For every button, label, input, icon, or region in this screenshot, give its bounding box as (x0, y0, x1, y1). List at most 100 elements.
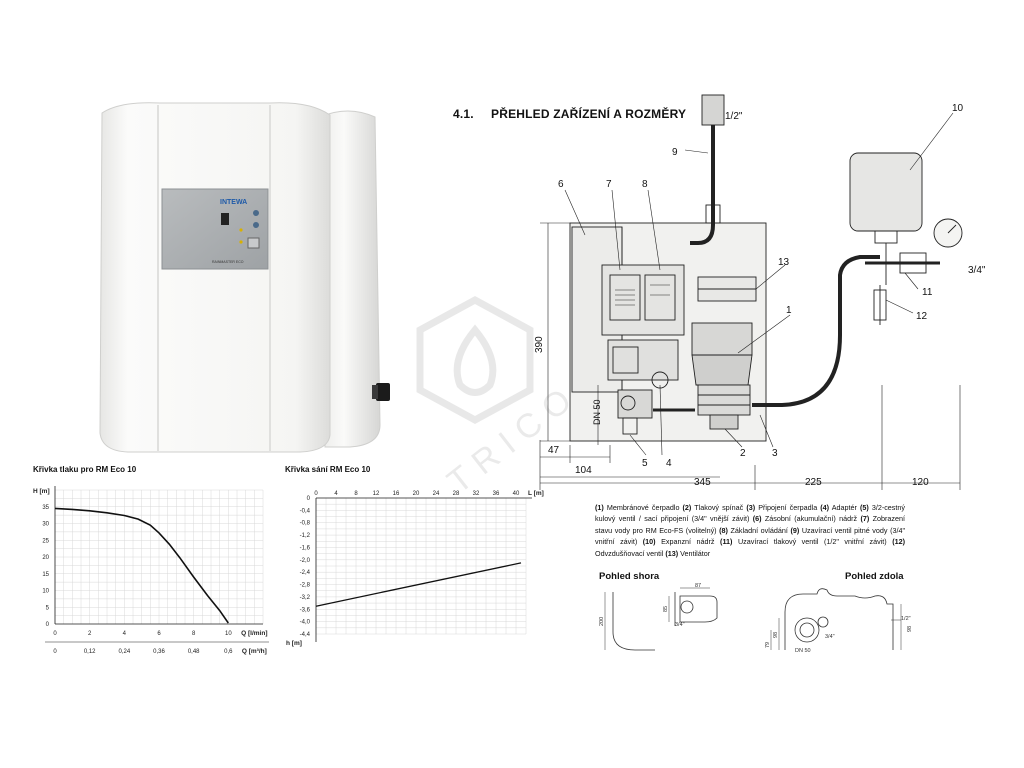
legend-text: Adaptér (829, 503, 860, 512)
legend-number: (1) (595, 503, 604, 512)
top-view-label-87: 87 (695, 583, 701, 589)
technical-drawing: 6 7 8 13 1 5 4 2 3 9 10 11 12 1/2" 3/4" … (534, 94, 986, 490)
legend-number: (4) (820, 503, 830, 512)
y-tick-label: -2,0 (300, 558, 311, 564)
legend-number: (8) (719, 525, 728, 535)
top-view-title: Pohled shora (599, 571, 660, 582)
y-axis-label: H [m] (33, 488, 50, 495)
product-photo: INTEWA RAINMASTER ECO (99, 102, 390, 453)
legend-text: Membránové čerpadlo (603, 503, 683, 512)
pipe-right-label: 3/4" (968, 265, 986, 276)
callout-3: 3 (772, 448, 778, 459)
callout-10: 10 (952, 103, 964, 114)
x-tick-label: 0 (314, 491, 318, 497)
legend-text: Zásobní (akumulační) nádrž (761, 514, 861, 524)
section-title: PŘEHLED ZAŘÍZENÍ A ROZMĚRY (491, 107, 687, 121)
y-tick-label: -2,8 (300, 583, 311, 589)
y-tick-label: 35 (42, 505, 49, 511)
dim-104: 104 (575, 465, 592, 476)
x-tick-label: 8 (354, 491, 358, 497)
y-tick-label: -0,8 (300, 521, 311, 527)
x2-axis-label: Q [m³/h] (242, 648, 267, 655)
y-tick-label: 25 (42, 538, 49, 544)
bottom-view-drawing: 1/2" 3/4" 98 79 98 DN 50 (765, 588, 913, 654)
legend-text: Zobrazení stavu vody pro RM Eco-FS (voli… (595, 514, 906, 535)
legend-text: Uzavírací tlakový ventil (1/2" vnitřní z… (732, 537, 893, 547)
x-tick-label: 36 (493, 491, 500, 497)
dn50-label: DN 50 (592, 399, 602, 425)
legend-text: Tlakový spínač (691, 503, 747, 512)
legend-text: Ventilátor (678, 548, 711, 558)
x-tick-label: 0 (53, 631, 57, 637)
y-tick-label: 5 (46, 605, 50, 611)
legend-number: (9) (790, 525, 800, 535)
section-heading: 4.1. PŘEHLED ZAŘÍZENÍ A ROZMĚRY (453, 107, 686, 121)
legend-number: (5) (859, 503, 869, 512)
top-view-label-200: 200 (599, 617, 605, 626)
top-view-label-85: 85 (663, 606, 669, 612)
top-view-label-thread: 3/4" (675, 622, 685, 628)
x-tick-label: 4 (123, 631, 127, 637)
x2-tick-label: 0,48 (188, 649, 200, 655)
pressure-chart-title: Křivka tlaku pro RM Eco 10 (33, 465, 137, 474)
legend-text: Expanzní nádrž (655, 537, 721, 547)
dim-47: 47 (548, 445, 560, 456)
y-tick-label: 10 (42, 589, 49, 595)
bottom-view-label-98-right: 98 (907, 626, 913, 632)
legend-number: (13) (665, 548, 679, 558)
x-axis-label: Q [l/min] (241, 630, 267, 637)
section-number: 4.1. (453, 107, 474, 121)
bottom-view-label-98-left: 98 (773, 632, 779, 638)
legend-text: Připojení čerpadla (755, 503, 821, 512)
y-tick-label: 0 (307, 496, 311, 502)
suction-curve-line (315, 562, 522, 607)
y-tick-label: -4,4 (300, 632, 311, 638)
component-legend: (1) Membránové čerpadlo (2) Tlakový spín… (595, 502, 905, 559)
y-tick-label: -3,6 (300, 607, 311, 613)
legend-number: (10) (642, 537, 656, 547)
x2-tick-label: 0,6 (224, 649, 233, 655)
legend-text: Uzavírací ventil pitné vody (3/4" vnitřn… (595, 525, 906, 547)
model-label: RAINMASTER ECO (212, 260, 244, 264)
dim-120: 120 (912, 477, 929, 488)
x-tick-label: 24 (433, 491, 440, 497)
bottom-view-label-79: 79 (765, 642, 771, 648)
x-tick-label: 20 (413, 491, 420, 497)
bottom-view-title: Pohled zdola (845, 571, 904, 582)
x-tick-label: 28 (453, 491, 460, 497)
bottom-view-label-thread: 3/4" (825, 634, 835, 640)
y-tick-label: -1,2 (300, 533, 311, 539)
x2-tick-label: 0 (53, 649, 57, 655)
x-tick-label: 6 (157, 631, 161, 637)
top-view-drawing: 87 85 200 3/4" (599, 583, 718, 651)
y-axis-label: h [m] (286, 640, 302, 647)
callout-12: 12 (916, 311, 928, 322)
y-tick-label: 0 (46, 622, 50, 628)
y-tick-label: -3,2 (300, 595, 311, 601)
x-tick-label: 12 (373, 491, 380, 497)
callout-11: 11 (922, 287, 933, 298)
x-tick-label: 4 (334, 491, 338, 497)
callout-13: 13 (778, 257, 790, 268)
callout-7: 7 (606, 179, 612, 190)
legend-number: (3) (746, 503, 756, 512)
callout-6: 6 (558, 179, 564, 190)
bottom-view-label-half-inch: 1/2" (901, 616, 911, 622)
y-tick-label: -1,6 (300, 545, 311, 551)
x-tick-label: 8 (192, 631, 196, 637)
dim-390: 390 (534, 336, 545, 353)
x-axis-label: L [m] (528, 490, 544, 497)
callout-5: 5 (642, 458, 648, 469)
bottom-view-label-dn50: DN 50 (795, 648, 811, 654)
pressure-curve-line (54, 507, 229, 624)
watermark: TRICO (416, 296, 587, 501)
legend-text: 3/2-cestný kulový ventil / sací připojen… (595, 503, 905, 524)
y-tick-label: 30 (42, 522, 49, 528)
legend-number: (12) (892, 537, 905, 547)
y-tick-label: 20 (42, 555, 49, 561)
callout-4: 4 (666, 458, 672, 469)
x-tick-label: 32 (473, 491, 480, 497)
callout-2: 2 (740, 448, 746, 459)
